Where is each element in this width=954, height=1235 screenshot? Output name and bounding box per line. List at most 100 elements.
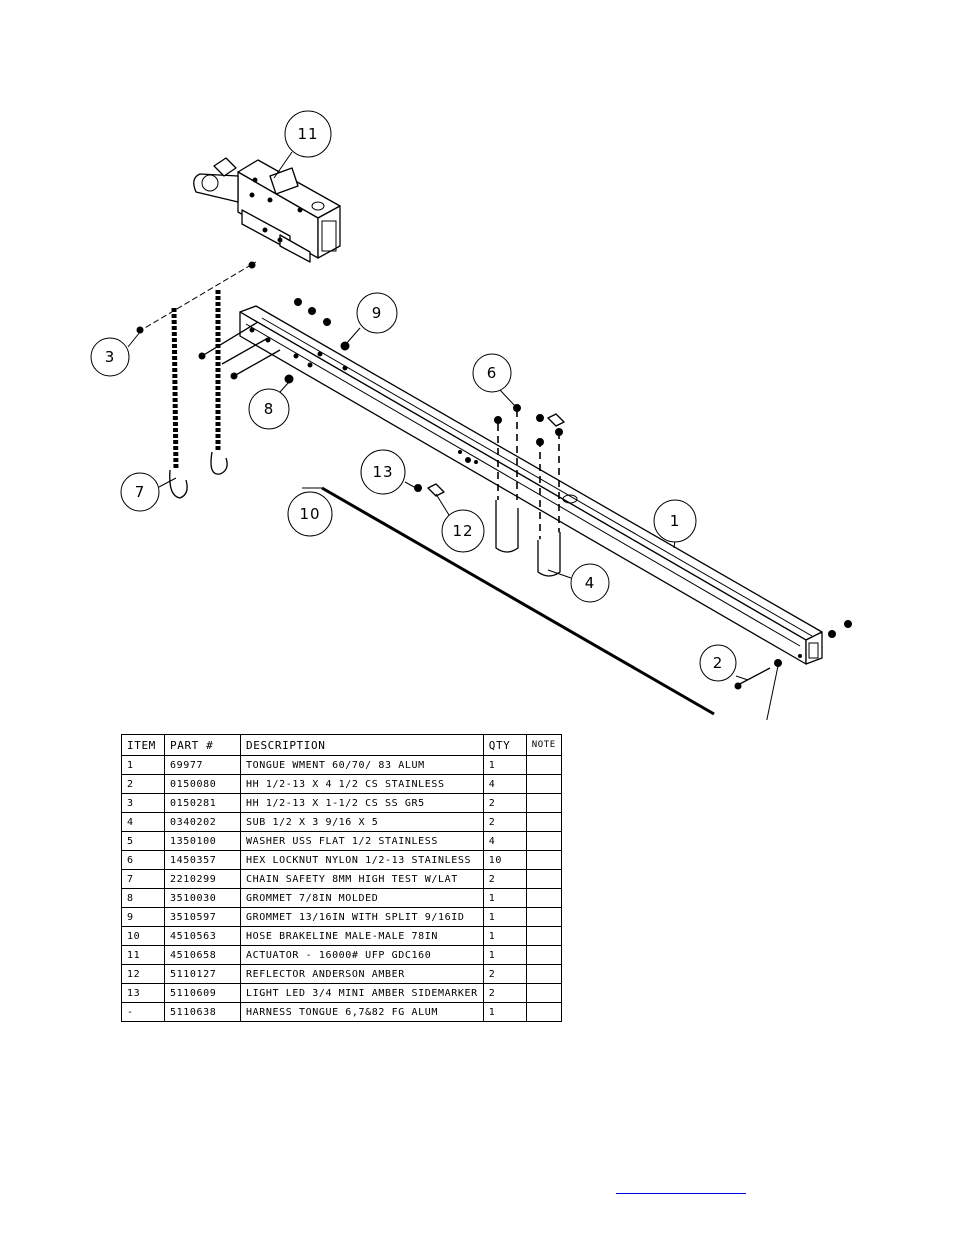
cell-note — [525, 945, 562, 965]
cell-part: 1350100 — [164, 831, 241, 851]
cell-item: 7 — [121, 869, 165, 889]
cell-item: 11 — [121, 945, 165, 965]
cell-item: 8 — [121, 888, 165, 908]
cell-part: 0340202 — [164, 812, 241, 832]
cell-part: 0150080 — [164, 774, 241, 794]
footer-link[interactable] — [616, 1181, 746, 1194]
svg-text:2: 2 — [713, 654, 724, 672]
cell-note — [525, 964, 562, 984]
brake-hose — [321, 486, 715, 716]
cell-qty: 4 — [482, 774, 527, 794]
cell-item: 13 — [121, 983, 165, 1003]
cell-description: REFLECTOR ANDERSON AMBER — [240, 964, 484, 984]
cell-note — [525, 869, 562, 889]
cell-part: 4510563 — [164, 926, 241, 946]
svg-text:7: 7 — [135, 483, 146, 501]
svg-text:13: 13 — [372, 463, 393, 481]
cell-note — [525, 1002, 562, 1022]
svg-text:6: 6 — [487, 364, 498, 382]
cell-qty: 1 — [482, 907, 527, 927]
cell-qty: 2 — [482, 869, 527, 889]
cell-description: HARNESS TONGUE 6,7&82 FG ALUM — [240, 1002, 484, 1022]
cell-item: 1 — [121, 755, 165, 775]
balloon-6: 6 — [472, 353, 512, 393]
hardware — [136, 261, 852, 690]
cell-note — [525, 793, 562, 813]
balloon-4: 4 — [570, 563, 610, 603]
leader-lines — [127, 151, 779, 720]
header-part: PART # — [164, 734, 241, 756]
cell-description: TONGUE WMENT 60/70/ 83 ALUM — [240, 755, 484, 775]
cell-item: 2 — [121, 774, 165, 794]
svg-text:12: 12 — [452, 522, 473, 540]
header-note: NOTE — [525, 734, 562, 756]
cell-description: ACTUATOR - 16000# UFP GDC160 — [240, 945, 484, 965]
cell-item: 4 — [121, 812, 165, 832]
cell-qty: 2 — [482, 964, 527, 984]
balloon-8: 8 — [248, 388, 290, 430]
balloon-2: 2 — [699, 644, 737, 682]
cell-part: 1450357 — [164, 850, 241, 870]
cell-part: 3510030 — [164, 888, 241, 908]
cell-note — [525, 755, 562, 775]
balloon-3: 3 — [90, 337, 130, 377]
safety-chains — [169, 290, 228, 499]
cell-item: 3 — [121, 793, 165, 813]
cell-description: HH 1/2-13 X 1-1/2 CS SS GR5 — [240, 793, 484, 813]
header-description: DESCRIPTION — [240, 734, 484, 756]
cell-note — [525, 888, 562, 908]
cell-item: 10 — [121, 926, 165, 946]
cell-description: LIGHT LED 3/4 MINI AMBER SIDEMARKER — [240, 983, 484, 1003]
cell-qty: 1 — [482, 888, 527, 908]
cell-part: 69977 — [164, 755, 241, 775]
svg-text:10: 10 — [299, 505, 320, 523]
svg-text:8: 8 — [264, 400, 275, 418]
cell-qty: 10 — [482, 850, 527, 870]
cell-note — [525, 926, 562, 946]
cell-description: WASHER USS FLAT 1/2 STAINLESS — [240, 831, 484, 851]
balloon-12: 12 — [441, 509, 485, 553]
cell-item: 6 — [121, 850, 165, 870]
cell-description: GROMMET 7/8IN MOLDED — [240, 888, 484, 908]
cell-qty: 2 — [482, 983, 527, 1003]
cell-item: 5 — [121, 831, 165, 851]
exploded-assembly-drawing: 1 2 3 4 5 6 7 8 9 10 11 12 13 — [90, 110, 852, 720]
cell-description: HEX LOCKNUT NYLON 1/2-13 STAINLESS — [240, 850, 484, 870]
cell-qty: 4 — [482, 831, 527, 851]
balloon-11: 11 — [284, 110, 332, 158]
cell-qty: 1 — [482, 926, 527, 946]
cell-qty: 2 — [482, 793, 527, 813]
cell-note — [525, 831, 562, 851]
tongue-tube — [239, 305, 823, 665]
cell-description: GROMMET 13/16IN WITH SPLIT 9/16ID — [240, 907, 484, 927]
cell-qty: 2 — [482, 812, 527, 832]
cell-note — [525, 812, 562, 832]
cell-part: 5110638 — [164, 1002, 241, 1022]
balloon-7: 7 — [120, 472, 160, 512]
svg-text:9: 9 — [372, 304, 383, 322]
balloon-13: 13 — [360, 449, 406, 495]
cell-qty: 1 — [482, 755, 527, 775]
balloon-1: 1 — [653, 499, 697, 543]
svg-text:11: 11 — [297, 125, 318, 143]
u-bolts — [494, 404, 565, 577]
cell-item: 9 — [121, 907, 165, 927]
header-qty: QTY — [482, 734, 527, 756]
balloon-10: 10 — [287, 491, 333, 537]
light-and-reflector — [414, 483, 445, 497]
cell-description: SUB 1/2 X 3 9/16 X 5 — [240, 812, 484, 832]
